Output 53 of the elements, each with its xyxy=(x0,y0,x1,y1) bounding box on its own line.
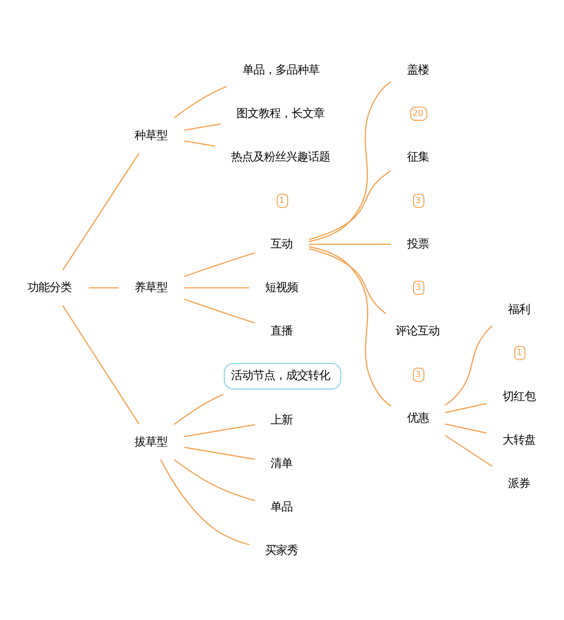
node-text: 上新 xyxy=(270,412,293,426)
connector xyxy=(444,434,492,466)
connector xyxy=(184,298,256,324)
node-text: 大转盘 xyxy=(502,432,536,446)
node-label: 3 xyxy=(415,195,421,206)
node-text: 热点及粉丝兴趣话题 xyxy=(230,149,330,164)
node-label: 3 xyxy=(415,282,421,292)
node-text: 互动 xyxy=(270,236,293,250)
node-text: 直播 xyxy=(270,323,293,338)
node-text: 养草型 xyxy=(134,280,168,294)
node-box: 活动节点，成交转化 xyxy=(224,362,342,389)
node-text: 盖楼 xyxy=(406,62,429,76)
connector xyxy=(184,424,255,437)
connector xyxy=(445,402,487,413)
connector xyxy=(184,140,216,146)
connector xyxy=(160,458,250,545)
connector xyxy=(184,252,256,277)
connector xyxy=(184,286,250,288)
node-text: 评论互动 xyxy=(395,323,440,338)
connector xyxy=(308,248,386,314)
node-label: 3 xyxy=(415,369,421,380)
connector xyxy=(184,122,221,130)
connector xyxy=(174,393,224,424)
node-text: 征集 xyxy=(406,149,429,164)
connector xyxy=(88,286,119,288)
node-label: 1 xyxy=(516,348,522,358)
node-text: 优惠 xyxy=(406,410,429,424)
connector xyxy=(62,152,140,270)
node-text: 清单 xyxy=(270,456,293,470)
node-text: 福利 xyxy=(508,301,530,316)
node-text: 派券 xyxy=(508,475,530,490)
node-label: 1 xyxy=(279,195,285,206)
connector xyxy=(309,243,392,244)
node-text: 投票 xyxy=(406,236,429,250)
node-text: 拔草型 xyxy=(134,434,168,448)
connector xyxy=(174,458,256,501)
node-text: 种草型 xyxy=(134,127,168,142)
connector xyxy=(308,170,392,240)
node-text: 短视频 xyxy=(264,280,298,294)
connector xyxy=(445,422,487,434)
connector xyxy=(62,304,140,424)
connector xyxy=(308,80,392,242)
node-text: 切红包 xyxy=(502,388,536,402)
connector xyxy=(184,446,255,460)
node-text: 单品，多品种草 xyxy=(242,62,320,76)
connector xyxy=(308,246,392,406)
node-text: 功能分类 xyxy=(28,280,72,294)
node-text: 图文教程，长文章 xyxy=(236,106,325,120)
connector xyxy=(444,324,493,406)
node-text: 买家秀 xyxy=(264,542,298,557)
node-text: 单品 xyxy=(270,499,293,514)
node-label: 20 xyxy=(412,108,424,118)
connector xyxy=(174,86,227,118)
